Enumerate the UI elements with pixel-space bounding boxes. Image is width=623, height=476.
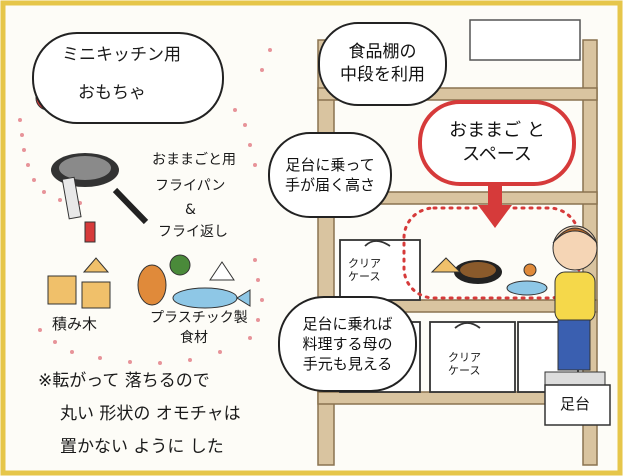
clear-case-label-1: クリア ケース: [348, 257, 381, 283]
mini-kitchen-label-line1: ミニキッチン用: [62, 45, 181, 65]
frypan-label-line1: おままごと用: [152, 152, 236, 168]
step-stool-box: [544, 384, 611, 426]
step-stool-label: 足台: [560, 395, 591, 413]
plastic-food-label-line1: プラスチック製: [150, 310, 248, 326]
note-line1: ※転がって 落ちるので: [38, 371, 210, 391]
mother-view-bubble: 足台に乗れば 料理する母の 手元も見える: [278, 296, 417, 392]
mini-kitchen-label-line2: おもちゃ: [78, 83, 146, 103]
plastic-food: [137, 254, 251, 309]
frypan-label-line3: &: [185, 202, 196, 218]
note-line2: 丸い 形状の オモチャは: [60, 404, 241, 424]
child-figure: [544, 225, 606, 393]
frypan-label-line4: フライ返し: [158, 224, 228, 240]
frypan-label-line2: フライパン: [155, 178, 226, 194]
building-blocks: [47, 257, 111, 309]
mother-view-text: 足台に乗れば 料理する母の 手元も見える: [302, 314, 393, 374]
mini-kitchen-bubble: [32, 32, 224, 124]
plastic-food-label-line2: 食材: [180, 330, 208, 346]
note-line3: 置かない ように した: [60, 437, 224, 457]
step-reach-text: 足台に乗って 手が届く高さ: [284, 155, 375, 194]
play-space-bubble: おままご と スペース: [418, 100, 576, 186]
shelf-toys: [430, 257, 548, 296]
blocks-label: 積み木: [52, 315, 98, 333]
step-reach-bubble: 足台に乗って 手が届く高さ: [268, 132, 392, 218]
shelf-middle-text: 食品棚の 中段を利用: [340, 42, 425, 85]
dotted-decoration: [18, 48, 272, 365]
shelf-middle-bubble: 食品棚の 中段を利用: [318, 22, 447, 106]
down-arrow: [478, 182, 512, 228]
play-space-text: おままご と スペース: [449, 119, 545, 165]
frypan-toy: [51, 153, 149, 243]
clear-case-label-2: クリア ケース: [448, 351, 481, 377]
